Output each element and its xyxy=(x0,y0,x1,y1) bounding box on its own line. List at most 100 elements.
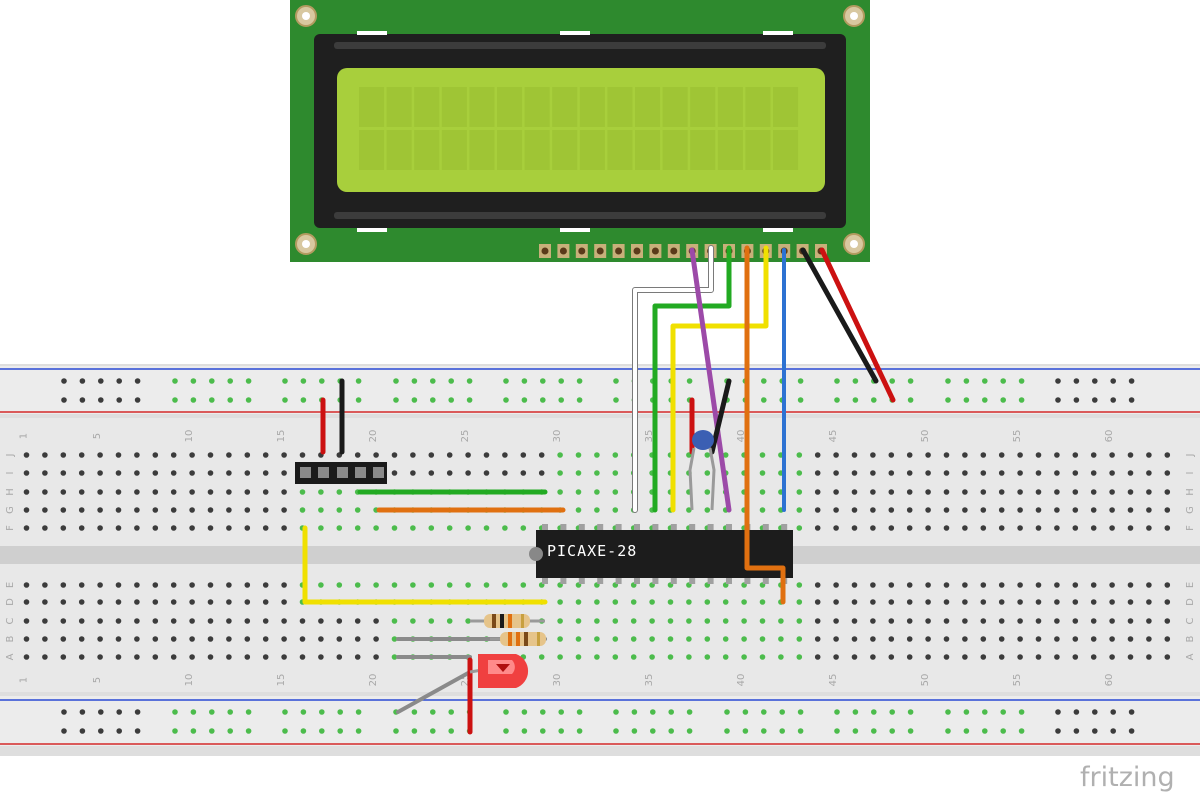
breadboard-hole xyxy=(170,582,177,588)
breadboard-hole xyxy=(575,618,582,624)
breadboard-hole xyxy=(833,582,839,588)
breadboard-hole xyxy=(796,654,803,660)
chip-pin xyxy=(634,578,640,584)
breadboard-row-letter: C xyxy=(5,617,16,624)
breadboard-hole xyxy=(428,618,435,624)
breadboard-hole xyxy=(796,599,803,605)
breadboard-hole xyxy=(1054,470,1060,476)
breadboard-column-number: 60 xyxy=(1104,674,1115,687)
breadboard-hole xyxy=(1110,378,1116,384)
breadboard-hole xyxy=(502,525,508,531)
breadboard-hole xyxy=(172,378,178,384)
breadboard-hole xyxy=(446,470,453,476)
resistor xyxy=(470,614,545,628)
breadboard-hole xyxy=(299,489,306,495)
breadboard-hole xyxy=(23,525,30,531)
breadboard-hole xyxy=(558,397,564,403)
lcd-cell xyxy=(414,87,440,127)
breadboard-hole xyxy=(741,654,747,660)
bezel-bottom-bar xyxy=(334,212,826,219)
breadboard-hole xyxy=(761,378,767,384)
wire-green xyxy=(652,245,732,513)
breadboard-hole xyxy=(558,728,564,734)
breadboard-hole xyxy=(411,397,418,403)
breadboard-hole xyxy=(814,618,821,624)
lcd-cell xyxy=(717,87,743,127)
breadboard-hole xyxy=(888,654,895,660)
breadboard-hole xyxy=(943,618,950,624)
breadboard-hole xyxy=(244,599,251,605)
breadboard-hole xyxy=(281,582,287,588)
breadboard-hole xyxy=(796,452,803,458)
breadboard-hole xyxy=(446,582,453,588)
breadboard-hole xyxy=(870,599,876,605)
breadboard-hole xyxy=(1092,378,1098,384)
breadboard-hole xyxy=(152,636,159,642)
breadboard-hole xyxy=(262,507,269,513)
breadboard-hole xyxy=(446,618,453,624)
breadboard-hole xyxy=(870,636,876,642)
breadboard-hole xyxy=(521,378,528,384)
mount-hole xyxy=(302,12,310,20)
breadboard-hole xyxy=(612,636,619,642)
breadboard-row-letter: G xyxy=(5,506,16,514)
breadboard-column-number: 50 xyxy=(920,430,931,443)
breadboard-hole xyxy=(888,489,895,495)
lcd-cell xyxy=(552,130,578,170)
breadboard-hole xyxy=(980,654,987,660)
breadboard-hole xyxy=(391,654,398,660)
breadboard-hole xyxy=(1017,489,1023,495)
breadboard-hole xyxy=(60,489,67,495)
breadboard-hole xyxy=(152,618,159,624)
breadboard-hole xyxy=(557,599,563,605)
breadboard-hole xyxy=(299,618,306,624)
breadboard-hole xyxy=(759,507,766,513)
breadboard-hole xyxy=(354,525,361,531)
breadboard-hole xyxy=(152,489,159,495)
breadboard-hole xyxy=(945,378,951,384)
chip-pin xyxy=(781,524,788,530)
lcd-cell xyxy=(497,87,523,127)
lcd-module xyxy=(290,0,870,262)
breadboard-hole xyxy=(483,452,490,458)
breadboard-hole xyxy=(521,728,528,734)
breadboard-hole xyxy=(502,452,508,458)
breadboard-column-number: 10 xyxy=(184,674,195,687)
breadboard-hole xyxy=(42,636,48,642)
breadboard-hole xyxy=(1164,636,1171,642)
breadboard-hole xyxy=(814,452,821,458)
breadboard-hole xyxy=(170,525,177,531)
breadboard-hole xyxy=(907,728,914,734)
capacitor-body xyxy=(692,430,714,450)
breadboard-hole xyxy=(1164,489,1171,495)
breadboard-hole xyxy=(1127,599,1134,605)
breadboard-hole xyxy=(1127,525,1134,531)
breadboard-hole xyxy=(889,378,895,384)
chip-pin xyxy=(762,578,769,584)
breadboard-hole xyxy=(1092,709,1098,715)
breadboard-hole xyxy=(980,452,987,458)
breadboard-hole xyxy=(557,636,563,642)
breadboard-hole xyxy=(115,618,122,624)
breadboard-hole xyxy=(209,397,215,403)
breadboard-hole xyxy=(207,599,214,605)
breadboard-hole xyxy=(226,618,232,624)
breadboard-hole xyxy=(540,709,546,715)
breadboard-hole xyxy=(115,636,122,642)
breadboard-hole xyxy=(797,397,804,403)
breadboard-hole xyxy=(1146,525,1152,531)
breadboard-hole xyxy=(373,582,379,588)
breadboard-hole xyxy=(630,599,637,605)
breadboard-hole xyxy=(962,636,968,642)
breadboard-hole xyxy=(1035,654,1042,660)
breadboard-hole xyxy=(1017,618,1023,624)
breadboard-hole xyxy=(1017,654,1023,660)
breadboard-hole xyxy=(962,618,968,624)
breadboard-hole xyxy=(759,599,766,605)
breadboard-hole xyxy=(724,728,730,734)
breadboard-hole xyxy=(1146,599,1152,605)
breadboard-hole xyxy=(152,654,159,660)
breadboard-hole xyxy=(134,636,140,642)
breadboard-hole xyxy=(907,378,914,384)
breadboard-hole xyxy=(1127,470,1134,476)
